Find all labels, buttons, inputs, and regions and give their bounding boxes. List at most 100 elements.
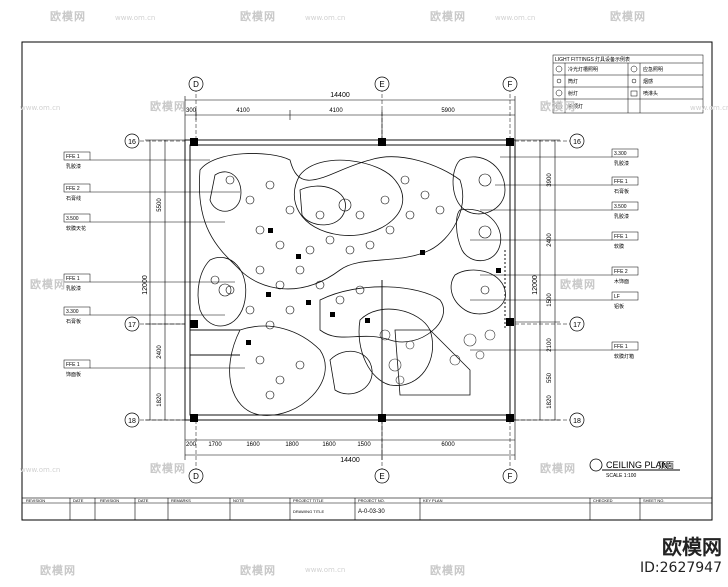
top-dimension-lines — [184, 96, 516, 140]
left-seg-dim: 2400 — [157, 345, 163, 359]
downlight-fixtures — [210, 173, 492, 400]
legend-row-right: 烟感 — [643, 78, 653, 85]
watermark-logo: 欧模网 — [540, 462, 576, 475]
axis-bubble — [374, 468, 390, 484]
right-note: 乳胶漆 — [614, 213, 629, 220]
watermark-logo: 欧模网 — [430, 10, 466, 23]
plan-title: CEILING PLAN — [606, 460, 668, 470]
plant-decorations — [379, 329, 496, 385]
right-callout-leaders — [470, 148, 639, 351]
right-tag: FFE 1 — [614, 179, 628, 185]
tb-header: REVISION — [26, 498, 45, 503]
axis-bubble — [502, 76, 518, 92]
axis-label-16: 16 — [573, 139, 581, 146]
tb-header: SHEET NO. — [643, 498, 665, 503]
axis-bubble — [124, 412, 140, 428]
tb-header: REMARKS — [171, 498, 191, 503]
axis-label-d: D — [193, 472, 199, 481]
right-tag: LF — [614, 294, 620, 300]
watermark-logo: 欧模网 — [150, 462, 186, 475]
axis-label-18: 18 — [573, 418, 581, 425]
axis-label-f: F — [508, 80, 513, 89]
plan-scale: SCALE 1:100 — [606, 473, 637, 479]
right-tag: 3.500 — [614, 204, 627, 210]
plan-title-cn: 顶面 — [658, 461, 674, 470]
axis-bubble — [569, 412, 585, 428]
tb-header: PROJECT NO. — [358, 498, 385, 503]
watermark-site: www.om.cn — [305, 566, 346, 574]
left-tag: FFE 1 — [66, 362, 80, 368]
left-tag: FFE 1 — [66, 154, 80, 160]
bottom-seg-dim: 1500 — [357, 442, 371, 448]
axis-bubble — [188, 76, 204, 92]
grid-axis-lines — [140, 88, 570, 470]
watermark-site: www.om.cn — [690, 104, 728, 112]
left-note: 石膏板 — [66, 318, 81, 325]
watermark-site: www.om.cn — [305, 14, 346, 22]
legend-title-cn: 灯具设备示例表 — [595, 56, 630, 63]
left-total-dim: 12000 — [142, 275, 149, 295]
right-note: 木饰面 — [614, 278, 629, 285]
left-tag: 3.300 — [66, 309, 79, 315]
watermark-site: www.om.cn — [20, 466, 61, 474]
right-note: 乳胶漆 — [614, 160, 629, 167]
watermark-logo: 欧模网 — [40, 564, 76, 577]
bottom-total-dim: 14400 — [340, 457, 360, 464]
brand-logo: 欧模网 — [662, 535, 722, 559]
structural-columns — [190, 138, 514, 422]
tb-header: DATE — [73, 498, 84, 503]
tb-header: NOTE — [233, 498, 244, 503]
axis-bubble — [569, 133, 585, 149]
left-tag: 3.500 — [66, 216, 79, 222]
watermark-logo: 欧模网 — [150, 100, 186, 113]
right-total-dim: 12000 — [532, 275, 539, 295]
legend-row: 射灯 — [568, 90, 578, 97]
right-tag: 3.300 — [614, 151, 627, 157]
top-seg-dim: 4100 — [236, 108, 250, 114]
tb-header: CHECKED — [593, 498, 613, 503]
watermark-logo: 欧模网 — [240, 10, 276, 23]
sheet-border — [21, 41, 713, 521]
watermark-logo: 欧模网 — [50, 10, 86, 23]
bottom-seg-dim: 1600 — [322, 442, 336, 448]
right-note: 铝板 — [614, 303, 624, 310]
axis-bubble — [124, 316, 140, 332]
left-note: 乳胶漆 — [66, 163, 81, 170]
axis-bubble — [374, 76, 390, 92]
tb-header: KEY PLAN — [423, 498, 443, 503]
left-note: 乳胶漆 — [66, 285, 81, 292]
top-seg-dim: 4100 — [329, 108, 343, 114]
bottom-seg-dim: 6000 — [441, 442, 455, 448]
axis-label-16: 16 — [128, 139, 136, 146]
watermark-site: www.om.cn — [20, 104, 61, 112]
watermark-logo: 欧模网 — [30, 278, 66, 291]
legend-row-right: 应急照明 — [643, 66, 663, 73]
right-seg-dim: 3900 — [547, 173, 553, 187]
right-seg-dim: 550 — [547, 372, 553, 383]
bottom-seg-dim: 1700 — [208, 442, 222, 448]
axis-bubble — [569, 316, 585, 332]
left-dimension-lines — [145, 139, 185, 421]
left-note: 软膜天花 — [66, 225, 86, 232]
drawing-number: A-0-03-30 — [358, 509, 385, 515]
watermark-logo: 欧模网 — [430, 564, 466, 577]
top-total-dim: 14400 — [330, 92, 350, 99]
right-note: 石膏板 — [614, 188, 629, 195]
spot-fixtures — [246, 228, 501, 345]
tb-header: DATE — [138, 498, 149, 503]
axis-label-17: 17 — [128, 322, 136, 329]
title-block — [21, 497, 713, 521]
drawing-title: DRAWING TITLE — [293, 509, 324, 514]
axis-bubble — [502, 468, 518, 484]
axis-label-e: E — [379, 80, 384, 89]
axis-label-e: E — [379, 472, 384, 481]
right-seg-dim: 2400 — [547, 233, 553, 247]
legend-row-right: 喷淋头 — [643, 90, 658, 97]
building-outline — [184, 139, 516, 421]
watermark-logo: 欧模网 — [540, 100, 576, 113]
bottom-seg-dim: 1800 — [285, 442, 299, 448]
plan-title-bubble — [589, 458, 603, 472]
bottom-dimension-lines — [184, 420, 516, 460]
bottom-seg-dim: 200 — [186, 442, 197, 448]
